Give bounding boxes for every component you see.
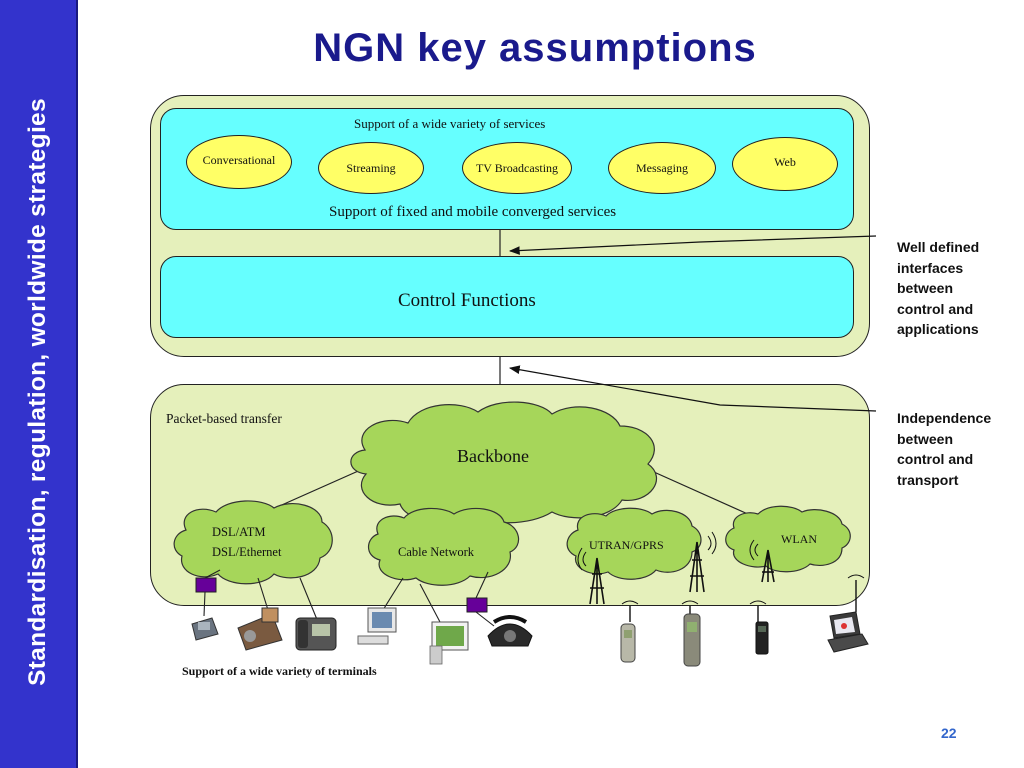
mobile-phone-icon: [683, 613, 701, 667]
independence-arrow: [508, 365, 877, 412]
control-functions-label: Control Functions: [398, 290, 536, 311]
cell-tower-icon: [749, 539, 775, 583]
utran-gprs-label: UTRAN/GPRS: [589, 538, 664, 552]
dsl-ethernet-label: DSL/Ethernet: [212, 545, 282, 559]
service-streaming: Streaming: [318, 142, 424, 194]
modem-icon: [195, 577, 217, 593]
cell-tower-icon: [577, 547, 605, 605]
tv-screen-icon: [429, 621, 469, 665]
video-phone-icon: [237, 607, 283, 651]
service-conversational: Conversational: [186, 135, 292, 189]
independence-note: Independence between control and transpo…: [897, 410, 992, 488]
slide-title: NGN key assumptions: [313, 26, 757, 70]
utran-cloud: [566, 507, 702, 580]
mobile-phone-icon: [755, 621, 769, 655]
service-tv-broadcasting: TV Broadcasting: [462, 142, 572, 194]
services-heading: Support of a wide variety of services: [354, 116, 546, 131]
cable-network-label: Cable Network: [398, 545, 475, 559]
control-functions-box: [160, 256, 854, 338]
sidebar: Standardisation, regulation, worldwide s…: [0, 0, 78, 768]
converged-services-label: Support of fixed and mobile converged se…: [329, 204, 617, 220]
ip-phone-icon: [295, 617, 337, 651]
terminals-label: Support of a wide variety of terminals: [182, 664, 377, 678]
cell-tower-icon: [689, 531, 717, 593]
wlan-label: WLAN: [781, 532, 817, 546]
laptop-icon: [827, 611, 869, 653]
service-messaging: Messaging: [608, 142, 716, 194]
backbone-cloud: [350, 401, 658, 524]
mobile-phone-icon: [620, 623, 636, 663]
modem-icon: [466, 597, 488, 613]
page-number: 22: [941, 725, 957, 741]
interfaces-arrow: [508, 235, 877, 255]
cable-cloud: [367, 507, 520, 586]
rotary-phone-icon: [487, 615, 533, 647]
dsl-atm-label: DSL/ATM: [212, 525, 266, 539]
backbone-label: Backbone: [457, 446, 529, 466]
desktop-computer-icon: [357, 607, 397, 645]
service-web: Web: [732, 137, 838, 191]
packet-transfer-label: Packet-based transfer: [166, 411, 282, 426]
dsl-cloud: [173, 500, 333, 585]
desk-phone-icon: [191, 617, 219, 641]
interfaces-note: Well defined interfaces between control …: [897, 239, 980, 337]
